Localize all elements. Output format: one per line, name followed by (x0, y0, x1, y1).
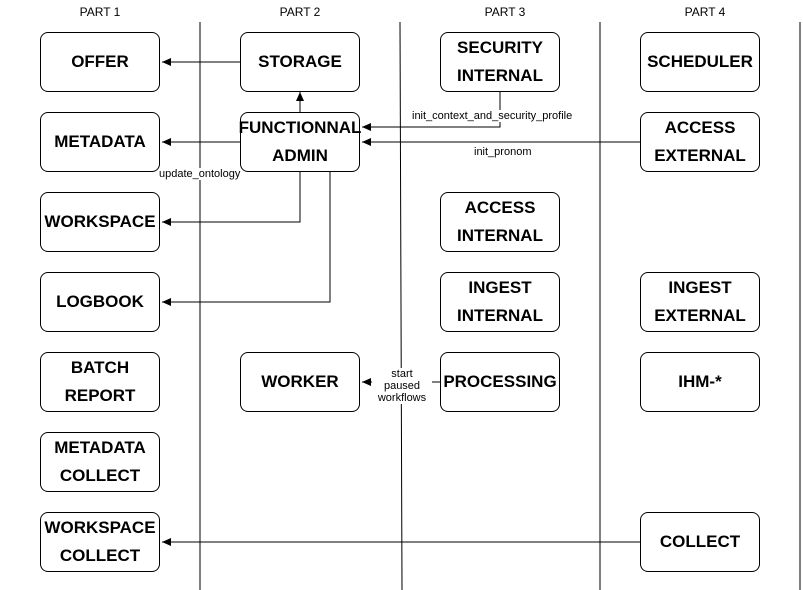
node-worker: WORKER (240, 352, 360, 412)
node-workspace-collect: WORKSPACE COLLECT (40, 512, 160, 572)
part-4-label: PART 4 (684, 5, 726, 19)
node-ingest-internal: INGEST INTERNAL (440, 272, 560, 332)
edge-label-update-ontology: update_ontology (159, 168, 241, 180)
node-ingest-external: INGEST EXTERNAL (640, 272, 760, 332)
node-collect: COLLECT (640, 512, 760, 572)
column-divider (399, 21, 403, 590)
node-batch-report: BATCH REPORT (40, 352, 160, 412)
node-metadata-collect: METADATA COLLECT (40, 432, 160, 492)
edge-admin-to-workspace (162, 172, 301, 226)
node-ihm: IHM-* (640, 352, 760, 412)
part-2-label: PART 2 (279, 5, 321, 19)
edge-security-to-admin (362, 92, 501, 131)
node-workspace: WORKSPACE (40, 192, 160, 252)
node-processing: PROCESSING (440, 352, 560, 412)
node-functional-admin: FUNCTIONNAL ADMIN (239, 112, 361, 172)
edge-label-start-paused-workflows: start paused workflows (372, 368, 432, 404)
node-offer: OFFER (40, 32, 160, 92)
node-scheduler: SCHEDULER (640, 32, 760, 92)
edge-label-init-pronom: init_pronom (474, 146, 532, 158)
edge-label-init-context: init_context_and_security_profile (412, 110, 573, 122)
edge-admin-to-logbook (162, 172, 331, 306)
part-3-label: PART 3 (484, 5, 526, 19)
node-metadata: METADATA (40, 112, 160, 172)
node-security-internal: SECURITY INTERNAL (440, 32, 560, 92)
node-storage: STORAGE (240, 32, 360, 92)
node-access-internal: ACCESS INTERNAL (440, 192, 560, 252)
node-logbook: LOGBOOK (40, 272, 160, 332)
part-1-label: PART 1 (79, 5, 121, 19)
node-access-external: ACCESS EXTERNAL (640, 112, 760, 172)
